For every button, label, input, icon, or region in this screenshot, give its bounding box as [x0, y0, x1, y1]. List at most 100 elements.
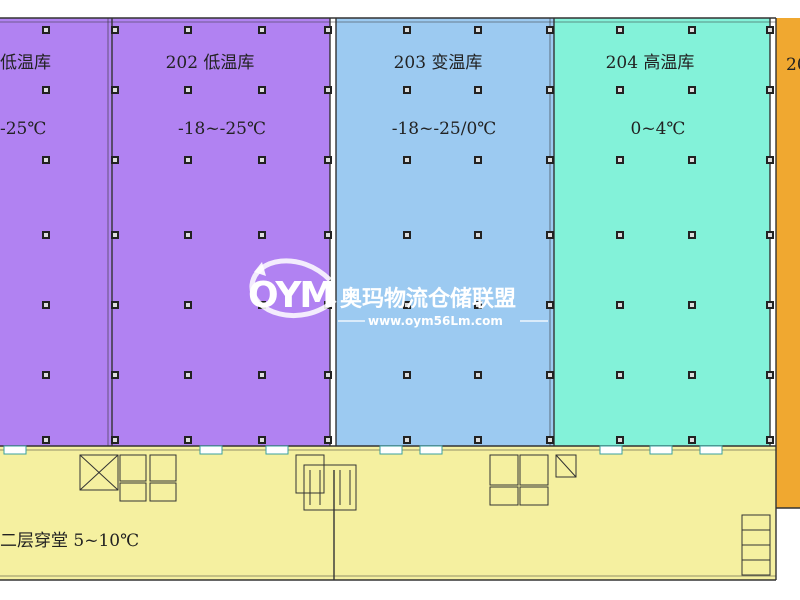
- stairs-and-lifts: [79, 454, 771, 576]
- column-marker-core: [186, 303, 190, 307]
- column-marker-core: [768, 438, 772, 442]
- watermark-brand: 奥玛物流仓储联盟: [340, 286, 516, 312]
- column-marker-core: [260, 438, 264, 442]
- column-marker-core: [260, 233, 264, 237]
- column-marker-core: [326, 373, 330, 377]
- room-201-temp: -25℃: [0, 119, 46, 139]
- column-marker-core: [260, 373, 264, 377]
- watermark-url: www.oym56Lm.com: [368, 314, 503, 328]
- column-marker-core: [186, 28, 190, 32]
- column-marker-core: [768, 158, 772, 162]
- column-marker-core: [113, 88, 117, 92]
- column-marker-core: [768, 233, 772, 237]
- logo-arrow-icon: [254, 262, 266, 276]
- column-marker-core: [768, 88, 772, 92]
- column-marker-core: [548, 233, 552, 237]
- column-marker-core: [44, 28, 48, 32]
- room-204-name: 204 高温库: [606, 53, 695, 73]
- column-marker-core: [768, 28, 772, 32]
- corridor-label: 二层穿堂 5~10℃: [0, 531, 139, 551]
- column-marker-core: [405, 28, 409, 32]
- room-203-name: 203 变温库: [394, 53, 483, 73]
- watermark-logo: OYM: [248, 275, 333, 316]
- column-marker-core: [618, 158, 622, 162]
- column-marker-core: [548, 88, 552, 92]
- column-marker-core: [326, 233, 330, 237]
- column-marker-core: [186, 438, 190, 442]
- column-marker-core: [476, 373, 480, 377]
- column-marker-core: [186, 233, 190, 237]
- column-marker-core: [476, 303, 480, 307]
- column-marker-core: [476, 438, 480, 442]
- column-marker-core: [548, 28, 552, 32]
- column-marker-core: [113, 233, 117, 237]
- column-marker-core: [618, 28, 622, 32]
- column-marker-core: [186, 88, 190, 92]
- column-marker-core: [326, 158, 330, 162]
- column-marker-core: [405, 303, 409, 307]
- column-marker-core: [618, 233, 622, 237]
- room-201-area: [0, 18, 112, 446]
- column-marker-core: [690, 88, 694, 92]
- column-marker-core: [113, 303, 117, 307]
- column-marker-core: [405, 88, 409, 92]
- column-marker-core: [44, 373, 48, 377]
- room-202-area: [112, 18, 330, 446]
- column-marker-core: [44, 303, 48, 307]
- column-marker-core: [113, 438, 117, 442]
- room-205-area: [776, 18, 800, 508]
- column-marker-core: [405, 158, 409, 162]
- column-marker-core: [326, 438, 330, 442]
- corridor-area: [0, 446, 776, 580]
- room-203-temp: -18~-25/0℃: [392, 119, 497, 139]
- column-marker-core: [260, 158, 264, 162]
- room-201-name: 低温库: [0, 53, 51, 73]
- room-203-area: [336, 18, 554, 446]
- column-marker-core: [548, 373, 552, 377]
- door-marks: [3, 445, 723, 455]
- room-202-name: 202 低温库: [166, 53, 255, 73]
- room-205-name: 20: [786, 55, 800, 75]
- column-marker-core: [548, 158, 552, 162]
- room-204-temp: 0~4℃: [631, 119, 686, 139]
- column-marker-core: [260, 28, 264, 32]
- column-marker-core: [186, 158, 190, 162]
- column-marker-core: [690, 373, 694, 377]
- column-marker-core: [618, 373, 622, 377]
- column-marker-core: [476, 88, 480, 92]
- column-marker-core: [186, 373, 190, 377]
- column-marker-core: [768, 303, 772, 307]
- column-marker-core: [113, 373, 117, 377]
- column-marker-core: [548, 303, 552, 307]
- column-grid: [42, 26, 774, 444]
- room-204-area: [554, 18, 770, 446]
- column-marker-core: [618, 438, 622, 442]
- column-marker-core: [476, 28, 480, 32]
- column-marker-core: [44, 438, 48, 442]
- column-marker-core: [690, 233, 694, 237]
- column-marker-core: [405, 233, 409, 237]
- column-marker-core: [44, 233, 48, 237]
- column-marker-core: [44, 158, 48, 162]
- column-marker-core: [326, 28, 330, 32]
- column-marker-core: [476, 233, 480, 237]
- column-marker-core: [690, 303, 694, 307]
- column-marker-core: [476, 158, 480, 162]
- column-marker-core: [690, 158, 694, 162]
- watermark: OYM 奥玛物流仓储联盟 www.oym56Lm.com: [248, 258, 548, 328]
- column-marker-core: [618, 88, 622, 92]
- column-marker-core: [44, 88, 48, 92]
- column-marker-core: [260, 88, 264, 92]
- column-marker-core: [690, 438, 694, 442]
- column-marker-core: [405, 438, 409, 442]
- column-marker-core: [690, 28, 694, 32]
- logo-swoosh-icon: [249, 258, 337, 318]
- column-marker-core: [113, 158, 117, 162]
- column-marker-core: [405, 373, 409, 377]
- column-marker-core: [113, 28, 117, 32]
- room-202-temp: -18~-25℃: [178, 119, 266, 139]
- column-marker-core: [618, 303, 622, 307]
- column-marker-core: [548, 438, 552, 442]
- column-marker-core: [326, 88, 330, 92]
